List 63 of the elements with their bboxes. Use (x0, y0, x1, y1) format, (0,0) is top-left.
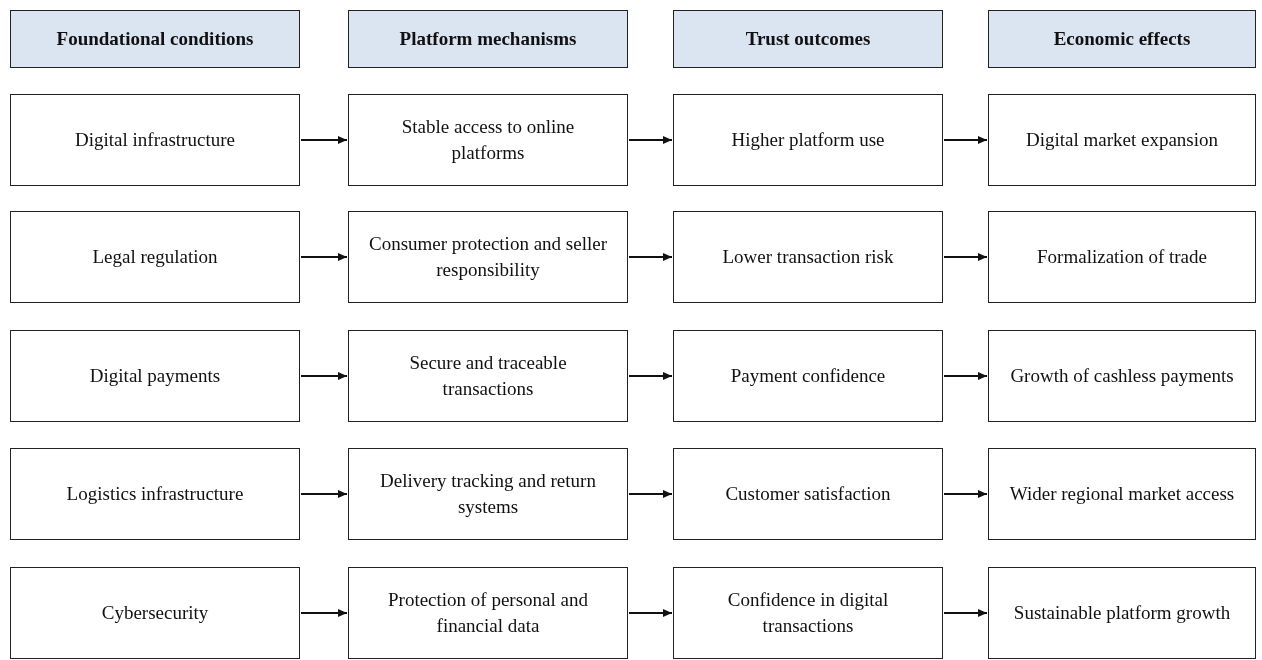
box-text: Wider regional market access (1009, 482, 1235, 507)
header-text: Trust outcomes (745, 27, 871, 52)
process-box (673, 211, 943, 303)
column-header (10, 10, 300, 68)
arrow (943, 136, 988, 144)
box-text: Higher platform use (731, 128, 885, 153)
arrow (628, 136, 673, 144)
process-box (348, 211, 628, 303)
process-box (10, 330, 300, 422)
box-text: Payment confidence (730, 364, 886, 389)
box-text: Stable access to online platforms (400, 115, 576, 165)
box-text: Legal regulation (92, 245, 218, 270)
process-box (988, 94, 1256, 186)
process-box (988, 211, 1256, 303)
process-box (988, 330, 1256, 422)
process-box (673, 330, 943, 422)
column-header (988, 10, 1256, 68)
process-box (348, 448, 628, 540)
process-box (348, 94, 628, 186)
process-box (348, 567, 628, 659)
process-box (10, 567, 300, 659)
process-box (10, 448, 300, 540)
column-header (348, 10, 628, 68)
box-text: Secure and traceable transactions (408, 351, 568, 401)
arrow (300, 490, 348, 498)
header-text: Platform mechanisms (399, 27, 577, 52)
box-text: Protection of personal and financial data (387, 588, 589, 638)
process-box (10, 211, 300, 303)
process-box (673, 567, 943, 659)
arrow (300, 609, 348, 617)
process-box (10, 94, 300, 186)
box-text: Digital payments (89, 364, 221, 389)
arrow (628, 490, 673, 498)
box-text: Growth of cashless payments (1010, 364, 1234, 389)
box-text: Confidence in digital transactions (726, 588, 890, 638)
box-text: Cybersecurity (101, 601, 209, 626)
column-header (673, 10, 943, 68)
header-text: Economic effects (1053, 27, 1191, 52)
box-text: Formalization of trade (1037, 245, 1207, 270)
arrow (300, 253, 348, 261)
process-box (348, 330, 628, 422)
box-text: Digital infrastructure (75, 128, 235, 153)
arrow (943, 490, 988, 498)
process-box (988, 448, 1256, 540)
box-text: Sustainable platform growth (1013, 601, 1231, 626)
box-text: Delivery tracking and return systems (379, 469, 597, 519)
arrow (943, 372, 988, 380)
process-box (988, 567, 1256, 659)
box-text: Digital market expansion (1025, 128, 1219, 153)
arrow (943, 609, 988, 617)
box-text: Consumer protection and seller responsibility (368, 232, 608, 282)
arrow (628, 609, 673, 617)
box-text: Logistics infrastructure (66, 482, 244, 507)
header-text: Foundational conditions (56, 27, 254, 52)
arrow (628, 372, 673, 380)
process-box (673, 448, 943, 540)
box-text: Customer satisfaction (725, 482, 891, 507)
box-text: Lower transaction risk (722, 245, 894, 270)
arrow (300, 372, 348, 380)
process-box (673, 94, 943, 186)
arrow (628, 253, 673, 261)
arrow (943, 253, 988, 261)
arrow (300, 136, 348, 144)
